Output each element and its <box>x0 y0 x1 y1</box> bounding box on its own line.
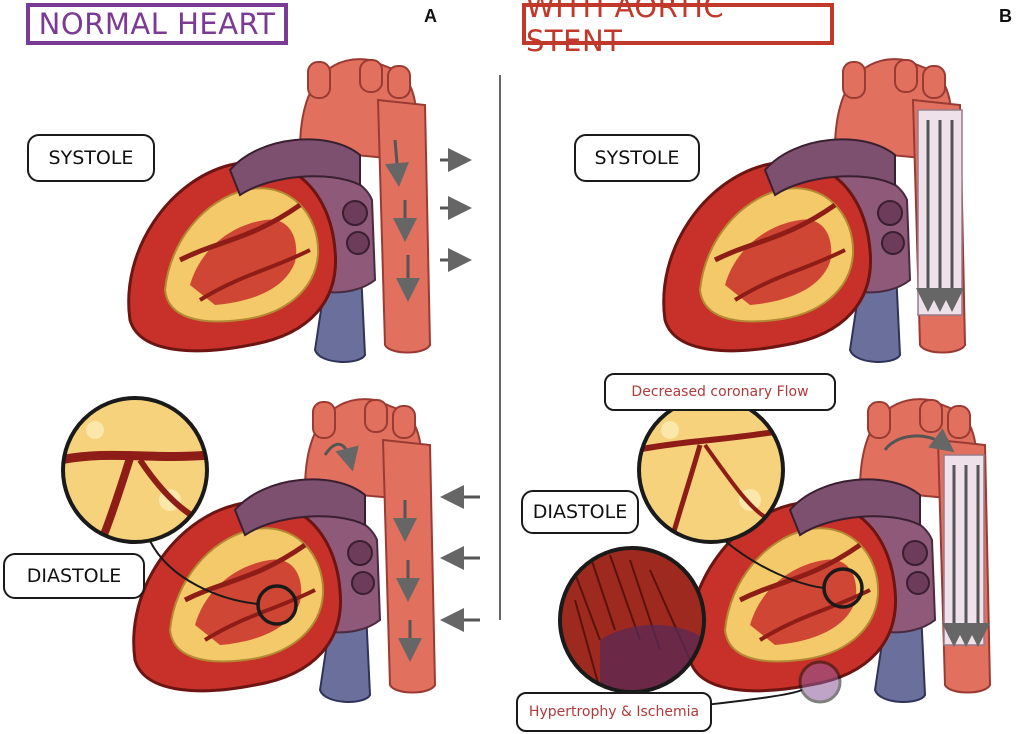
magnifier-circle-icon <box>63 398 207 542</box>
stent-heart-systole <box>664 59 965 362</box>
diastole-label-a: DIASTOLE <box>3 553 145 599</box>
decreased-coronary-flow-label: Decreased coronary Flow <box>604 373 836 411</box>
normal-heart-systole <box>129 59 472 362</box>
stent-heart-diastole <box>558 396 990 706</box>
normal-heart-diastole <box>61 396 480 702</box>
panel-letter-b: B <box>999 6 1012 26</box>
panel-letter-a: A <box>424 6 437 26</box>
diastole-label-b: DIASTOLE <box>521 490 639 534</box>
magnifier-circle-icon <box>639 398 783 542</box>
aortic-stent-title: WITH AORTIC STENT <box>522 0 834 58</box>
systole-label-b: SYSTOLE <box>574 134 700 182</box>
systole-label-a: SYSTOLE <box>27 134 155 182</box>
hypertrophy-ischemia-label: Hypertrophy & Ischemia <box>516 692 712 732</box>
normal-heart-title: NORMAL HEART <box>26 3 288 45</box>
